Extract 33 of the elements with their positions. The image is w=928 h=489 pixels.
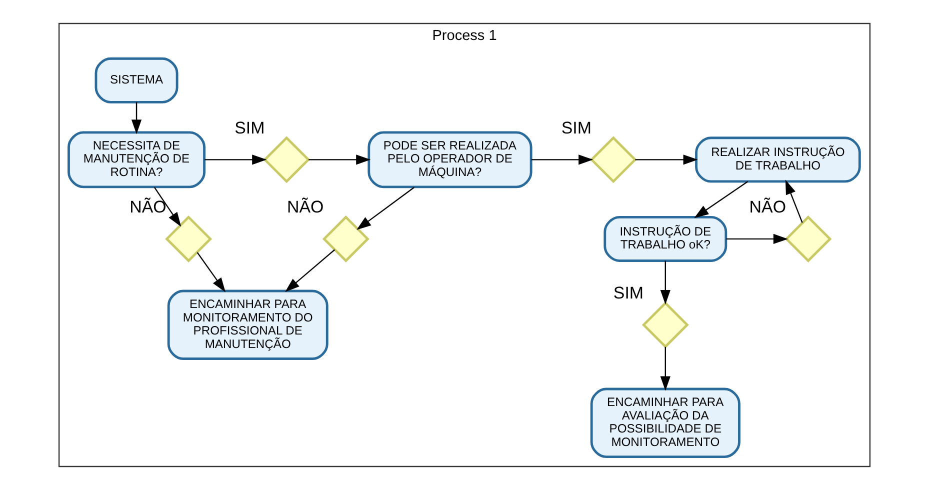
node-label: SIM [612,282,644,302]
arrow [196,252,226,292]
arrow [308,154,370,164]
node-label: SIM [234,118,264,137]
arrow [660,346,670,390]
node-diamond [589,136,636,183]
node-box: ENCAMINHAR PARA MONITORAMENTO DO PROFISSIONAL DE MANUTENÇÃO [166,289,328,360]
node-label: NÃO [748,197,786,216]
node-diamond [164,214,212,262]
node-box: ENCAMINHAR PARA AVALIAÇÃO DA POSSIBILIDADE DE MONITORAMENTO [590,387,740,458]
node-box: PODE SER REALIZADA PELO OPERADOR DE MÁQUINA? [367,130,532,188]
arrow [634,154,698,164]
node-box: NECESSITA DE MANUTENÇÃO DE ROTINA? [67,130,205,188]
arrow [726,233,788,244]
node-label: NÃO [129,197,166,216]
arrow [784,179,802,222]
node-box: SISTEMA [94,56,178,103]
arrow [356,186,414,230]
node-label: NÃO [286,197,324,216]
arrow [694,180,748,218]
arrow [153,186,181,226]
node-diamond [262,136,310,183]
arrow [284,248,335,292]
arrow [204,154,266,164]
node-diamond [784,214,832,262]
arrow [130,102,142,134]
arrow [530,154,593,164]
node-box: INSTRUÇÃO DE TRABALHO oK? [603,215,727,262]
arrow [660,260,670,304]
node-box: REALIZAR INSTRUÇÃO DE TRABALHO [694,136,860,182]
node-label: SIM [560,118,592,137]
node-diamond [641,300,688,348]
node-diamond [322,214,369,262]
